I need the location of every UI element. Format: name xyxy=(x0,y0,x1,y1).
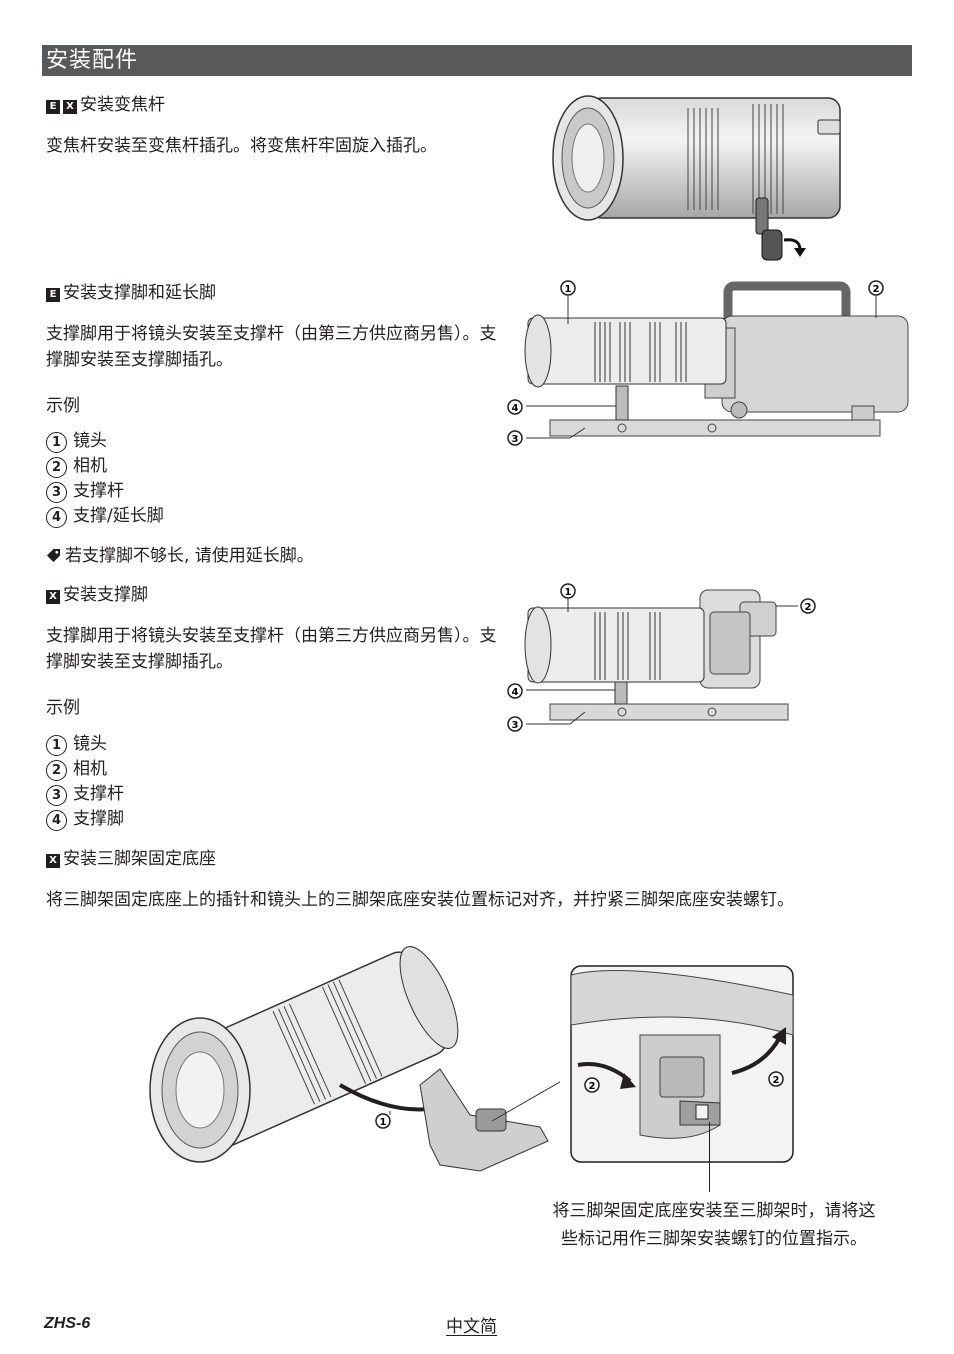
zoom-title: 安装变焦杆 xyxy=(80,95,165,115)
callout-4-label: 4 xyxy=(512,403,519,414)
tripod-lens-figure: 1 xyxy=(149,946,560,1172)
legend-label: 支撑脚 xyxy=(73,809,124,829)
tripod-title: 安装三脚架固定底座 xyxy=(63,849,216,869)
legend-label: 支撑杆 xyxy=(73,784,124,804)
callout-number: 4 xyxy=(46,810,67,831)
support-e-title: 安装支撑脚和延长脚 xyxy=(63,283,216,303)
zoom-body: 变焦杆安装至变焦杆插孔。将变焦杆牢固旋入插孔。 xyxy=(46,136,437,156)
legend-item: 1 镜头 xyxy=(46,429,164,454)
callout-number: 1 xyxy=(46,432,67,453)
legend-label: 相机 xyxy=(73,759,107,779)
support-e-figure: 1 2 4 3 xyxy=(507,280,909,446)
page-code: ZHS-6 xyxy=(44,1315,91,1332)
legend-label: 相机 xyxy=(73,456,107,476)
callout-4-label: 4 xyxy=(512,687,519,698)
callout-number: 2 xyxy=(46,760,67,781)
callout-number: 4 xyxy=(46,507,67,528)
callout-1-label: 1 xyxy=(380,1117,387,1128)
section-header-bar xyxy=(42,45,912,76)
legend-item: 3 支撑杆 xyxy=(46,479,164,504)
callout-2-label: 2 xyxy=(873,284,880,295)
legend-item: 2 相机 xyxy=(46,454,164,479)
support-x-body: 支撑脚用于将镜头安装至支撑杆（由第三方供应商另售）。支撑脚安装至支撑脚插孔。 xyxy=(46,626,497,672)
callout-1-label: 1 xyxy=(565,587,572,598)
footer-language-link[interactable]: 中文简 xyxy=(446,1317,497,1337)
badge-e: E xyxy=(46,100,60,114)
tripod-caption-line1: 将三脚架固定底座安装至三脚架时，请将这 xyxy=(552,1201,876,1221)
note-tag-icon xyxy=(46,548,61,563)
badge-x: X xyxy=(63,100,77,114)
badge-x: X xyxy=(46,854,60,868)
tripod-body: 将三脚架固定底座上的插针和镜头上的三脚架底座安装位置标记对齐，并拧紧三脚架底座安… xyxy=(46,890,794,910)
callout-2-label: 2 xyxy=(773,1075,780,1086)
zoom-lever-figure xyxy=(552,95,841,261)
caption-leader-line xyxy=(709,1122,710,1192)
support-x-figure: 1 2 4 3 xyxy=(507,583,816,732)
legend-item: 4 支撑/延长脚 xyxy=(46,504,164,529)
support-e-legend: 1 镜头 2 相机 3 支撑杆 4 支撑/延长脚 xyxy=(46,429,164,529)
legend-item: 3 支撑杆 xyxy=(46,782,124,807)
callout-number: 1 xyxy=(46,735,67,756)
legend-item: 1 镜头 xyxy=(46,732,124,757)
support-e-body: 支撑脚用于将镜头安装至支撑杆（由第三方供应商另售）。支撑脚安装至支撑脚插孔。 xyxy=(46,324,497,370)
support-x-legend: 1 镜头 2 相机 3 支撑杆 4 支撑脚 xyxy=(46,732,124,832)
tripod-detail-figure: 2 2 xyxy=(570,965,794,1163)
callout-3-label: 3 xyxy=(512,434,519,445)
callout-2-label: 2 xyxy=(805,602,812,613)
note-text: 若支撑脚不够长, 请使用延长脚。 xyxy=(65,546,314,566)
tripod-caption-line2: 些标记用作三脚架安装螺钉的位置指示。 xyxy=(561,1229,867,1249)
callout-1-label: 1 xyxy=(565,284,572,295)
callout-number: 3 xyxy=(46,482,67,503)
badge-e: E xyxy=(46,288,60,302)
callout-3-label: 3 xyxy=(512,720,519,731)
callout-2-label: 2 xyxy=(589,1081,596,1092)
legend-item: 4 支撑脚 xyxy=(46,807,124,832)
support-e-example-label: 示例 xyxy=(46,396,80,416)
callout-number: 2 xyxy=(46,457,67,478)
legend-label: 支撑/延长脚 xyxy=(73,506,164,526)
support-e-note: 若支撑脚不够长, 请使用延长脚。 xyxy=(46,545,314,567)
badge-x: X xyxy=(46,590,60,604)
legend-label: 镜头 xyxy=(73,431,107,451)
callout-number: 3 xyxy=(46,785,67,806)
legend-label: 支撑杆 xyxy=(73,481,124,501)
section-title: 安装配件 xyxy=(46,48,139,73)
support-x-title: 安装支撑脚 xyxy=(63,585,148,605)
support-x-example-label: 示例 xyxy=(46,698,80,718)
legend-label: 镜头 xyxy=(73,734,107,754)
legend-item: 2 相机 xyxy=(46,757,124,782)
